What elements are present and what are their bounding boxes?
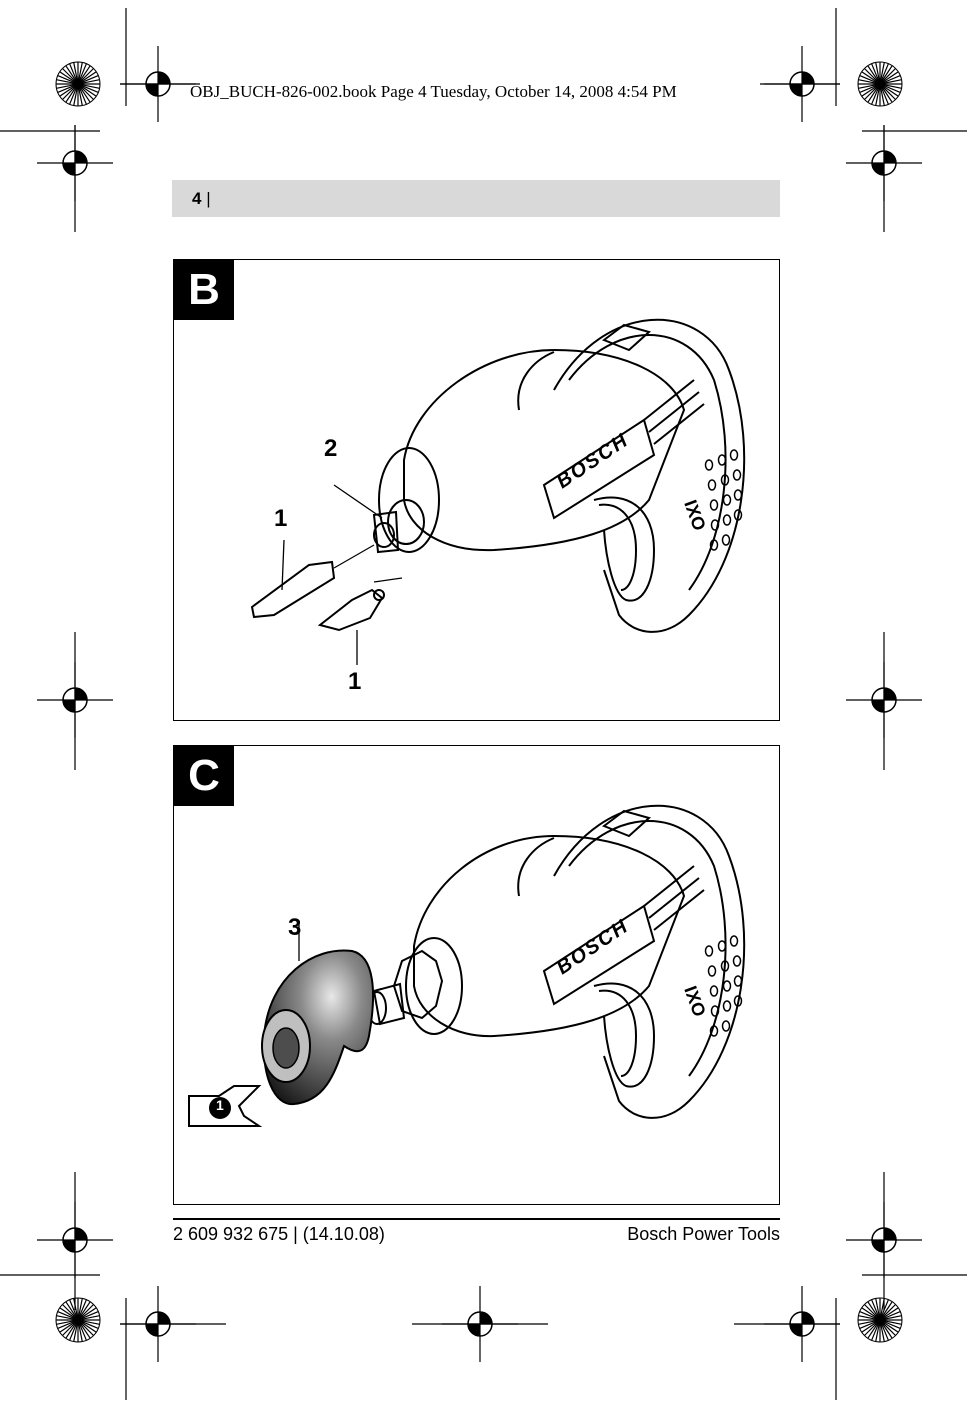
figure-b: B 2 1 1 BOSCH IXO (173, 259, 780, 721)
footer-doc-number: 2 609 932 675 | (14.10.08) (173, 1224, 385, 1244)
page-number-line: 4 | (192, 189, 211, 209)
figure-c: C 3 1 BOSCH IXO (173, 745, 780, 1205)
drill-illustration-c (188, 804, 746, 1127)
callout-1-lower: 1 (348, 668, 362, 695)
figure-c-label: C (174, 746, 234, 806)
figure-b-label: B (174, 260, 234, 320)
drill-illustration-b (250, 318, 746, 665)
step-number-icon: 1 (216, 1097, 224, 1113)
callout-1-upper: 1 (274, 505, 288, 532)
callout-2: 2 (324, 435, 338, 462)
footer-brand: Bosch Power Tools (627, 1224, 780, 1244)
step-arrow-icon (188, 1085, 263, 1127)
page-number: 4 (192, 189, 202, 208)
page-header-band: 4 | (172, 180, 780, 217)
footer-rule (173, 1218, 780, 1220)
page-separator: | (206, 189, 211, 208)
print-header: OBJ_BUCH-826-002.book Page 4 Tuesday, Oc… (190, 82, 677, 101)
callout-3: 3 (288, 914, 302, 941)
